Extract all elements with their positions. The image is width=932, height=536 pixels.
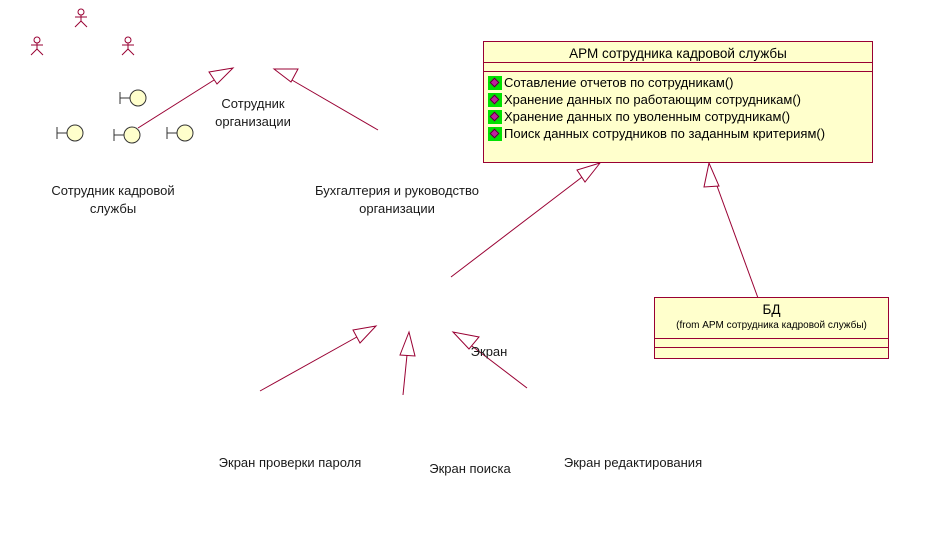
- generalization-arrowhead: [352, 325, 378, 344]
- generalization-arrowhead: [399, 330, 416, 357]
- operation-label: Поиск данных сотрудников по заданным кри…: [504, 126, 826, 141]
- generalization-arrowhead: [703, 161, 720, 188]
- operation-item[interactable]: Хранение данных по уволенным сотрудникам…: [488, 108, 872, 125]
- boundary-icon: [119, 89, 147, 107]
- bd-from-label: (from АРМ сотрудника кадровой службы): [676, 320, 867, 331]
- operation-icon: [488, 92, 502, 107]
- attribute-compartment: [655, 338, 888, 339]
- generalization-arrowhead: [208, 67, 235, 85]
- screen-label: Экран: [470, 344, 508, 359]
- generalization-arrowhead: [576, 162, 602, 183]
- operations-compartment: Сотавление отчетов по сотрудникам() Хран…: [484, 72, 872, 142]
- generalization-line: [450, 170, 591, 278]
- employee-label: Сотрудник организации: [215, 96, 291, 129]
- operation-icon: [488, 126, 502, 141]
- actor-icon: [74, 8, 88, 28]
- bd-class-box[interactable]: БД (from АРМ сотрудника кадровой службы): [654, 297, 889, 359]
- operation-icon: [488, 75, 502, 90]
- operation-item[interactable]: Хранение данных по работающим сотрудника…: [488, 91, 872, 108]
- hr-employee-label: Сотрудник кадровой службы: [51, 183, 175, 216]
- arm-class-name: АРМ сотрудника кадровой службы: [484, 42, 872, 63]
- boundary-icon: [166, 124, 194, 142]
- generalization-arrowhead: [451, 331, 480, 350]
- generalization-line: [284, 75, 379, 131]
- screen-password-label: Экран проверки пароля: [218, 455, 362, 470]
- operation-label: Сотавление отчетов по сотрудникам(): [504, 75, 734, 90]
- accounting-label: Бухгалтерия и руководство организации: [315, 183, 479, 216]
- operation-item[interactable]: Поиск данных сотрудников по заданным кри…: [488, 125, 872, 142]
- operation-label: Хранение данных по уволенным сотрудникам…: [504, 109, 791, 124]
- generalization-line: [137, 74, 223, 129]
- actor-icon: [30, 36, 44, 56]
- boundary-icon: [113, 126, 141, 144]
- generalization-arrowhead: [272, 68, 299, 83]
- operations-compartment: [655, 347, 888, 348]
- arm-class-box[interactable]: АРМ сотрудника кадровой службы Сотавлени…: [483, 41, 873, 163]
- operation-icon: [488, 109, 502, 124]
- generalization-line: [712, 174, 759, 299]
- screen-edit-label: Экран редактирования: [563, 455, 703, 470]
- screen-search-label: Экран поиска: [429, 461, 511, 476]
- actor-icon: [121, 36, 135, 56]
- operation-item[interactable]: Сотавление отчетов по сотрудникам(): [488, 74, 872, 91]
- generalization-line: [259, 332, 365, 392]
- generalization-line: [463, 339, 528, 389]
- bd-class-name: БД: [762, 302, 781, 317]
- boundary-icon: [56, 124, 84, 142]
- attribute-compartment: [484, 63, 872, 72]
- operation-label: Хранение данных по работающим сотрудника…: [504, 92, 802, 107]
